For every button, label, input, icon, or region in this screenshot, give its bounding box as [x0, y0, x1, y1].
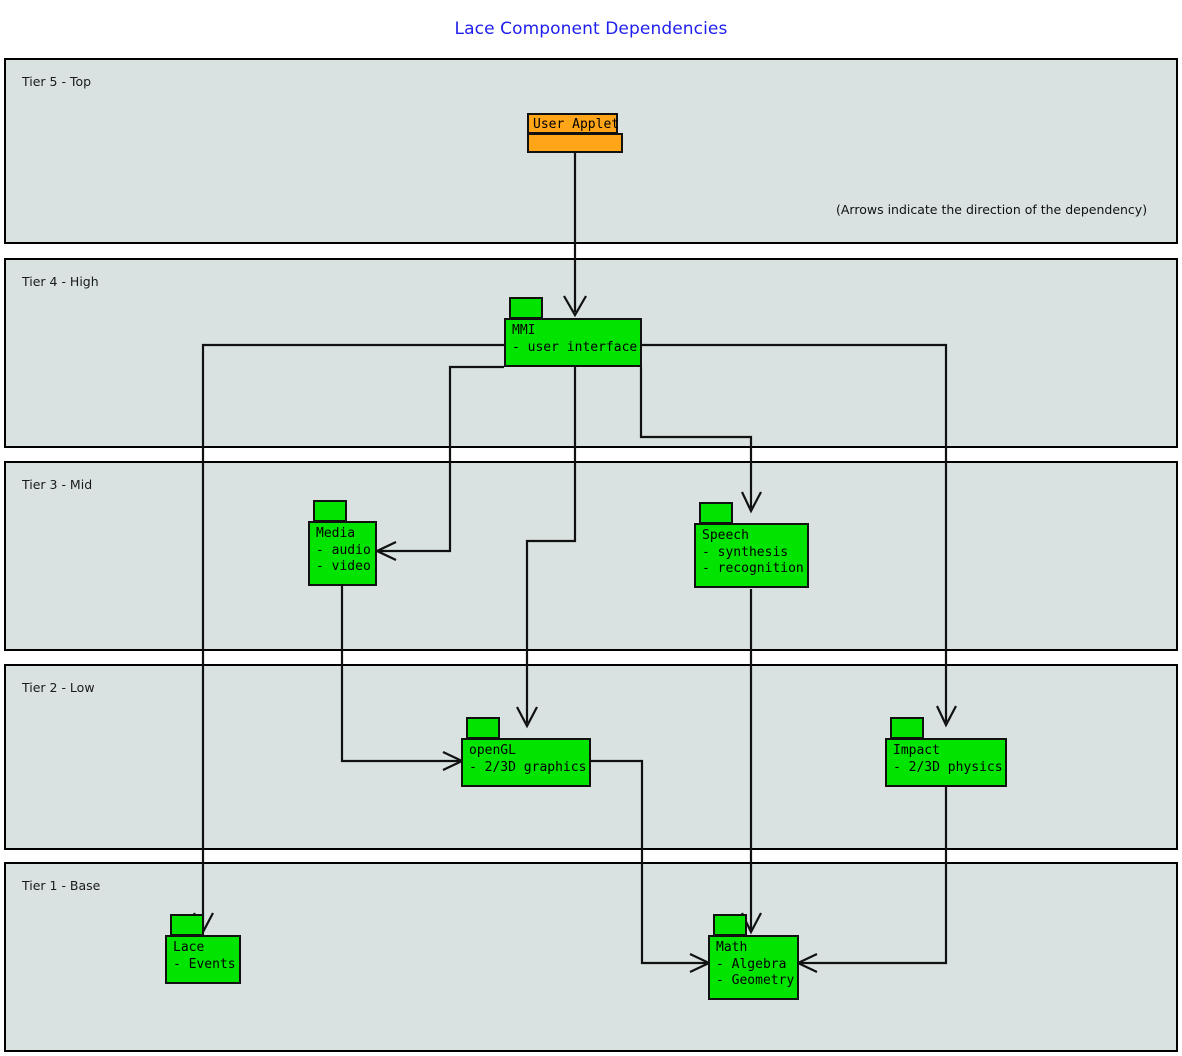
tier-label-top: Tier 5 - Top — [22, 74, 92, 89]
package-math-item-1: - Geometry — [716, 973, 795, 988]
package-lace-body: Lace - Events — [165, 935, 241, 984]
package-mmi[interactable]: MMI - user interface — [504, 297, 642, 367]
package-media-item-0: - audio — [316, 542, 371, 558]
package-lace-item-0: - Events — [173, 956, 236, 972]
package-media-item-1: - video — [316, 559, 371, 574]
package-impact-name: Impact — [893, 743, 940, 758]
package-math[interactable]: Math - Algebra - Geometry — [708, 914, 799, 1000]
package-media[interactable]: Media - audio - video — [308, 500, 377, 586]
tier-label-low: Tier 2 - Low — [22, 680, 95, 695]
package-impact-item-0: - 2/3D physics — [893, 759, 1003, 775]
tier-band-high: Tier 4 - High — [4, 258, 1178, 448]
package-speech-tab — [699, 502, 733, 524]
package-speech-name: Speech — [702, 528, 749, 543]
package-opengl-item-0: - 2/3D graphics — [469, 759, 587, 775]
package-user-applet[interactable]: User Applet — [527, 113, 623, 153]
package-speech-body: Speech - synthesis - recognition — [694, 523, 809, 588]
package-speech-item-1: - recognition — [702, 561, 804, 576]
package-math-tab — [713, 914, 747, 936]
package-math-body: Math - Algebra - Geometry — [708, 935, 799, 1000]
package-speech-item-0: - synthesis — [702, 544, 789, 560]
package-opengl-name: openGL — [469, 743, 516, 758]
package-mmi-item-0: - user interface — [512, 339, 638, 355]
package-lace-tab — [170, 914, 204, 936]
package-media-name: Media — [316, 526, 356, 541]
package-impact[interactable]: Impact - 2/3D physics — [885, 717, 1007, 787]
tier-label-base: Tier 1 - Base — [22, 878, 101, 893]
package-lace[interactable]: Lace - Events — [165, 914, 241, 984]
package-media-tab — [313, 500, 347, 522]
tier-band-mid: Tier 3 - Mid — [4, 461, 1178, 651]
arrows-direction-note: (Arrows indicate the direction of the de… — [836, 202, 1148, 217]
package-media-body: Media - audio - video — [308, 521, 377, 586]
package-opengl[interactable]: openGL - 2/3D graphics — [461, 717, 591, 787]
package-opengl-body: openGL - 2/3D graphics — [461, 738, 591, 787]
package-lace-name: Lace — [173, 940, 205, 955]
package-opengl-tab — [466, 717, 500, 739]
package-math-item-0: - Algebra — [716, 956, 787, 972]
package-math-name: Math — [716, 940, 748, 955]
tier-label-mid: Tier 3 - Mid — [22, 477, 93, 492]
package-speech[interactable]: Speech - synthesis - recognition — [694, 502, 809, 588]
page-title: Lace Component Dependencies — [454, 19, 728, 39]
package-user-applet-body — [527, 133, 623, 153]
package-impact-tab — [890, 717, 924, 739]
package-impact-body: Impact - 2/3D physics — [885, 738, 1007, 787]
tier-label-high: Tier 4 - High — [22, 274, 99, 289]
package-mmi-tab — [509, 297, 543, 319]
package-user-applet-label: User Applet — [527, 113, 619, 134]
package-mmi-name: MMI — [512, 323, 536, 338]
package-mmi-body: MMI - user interface — [504, 318, 642, 367]
